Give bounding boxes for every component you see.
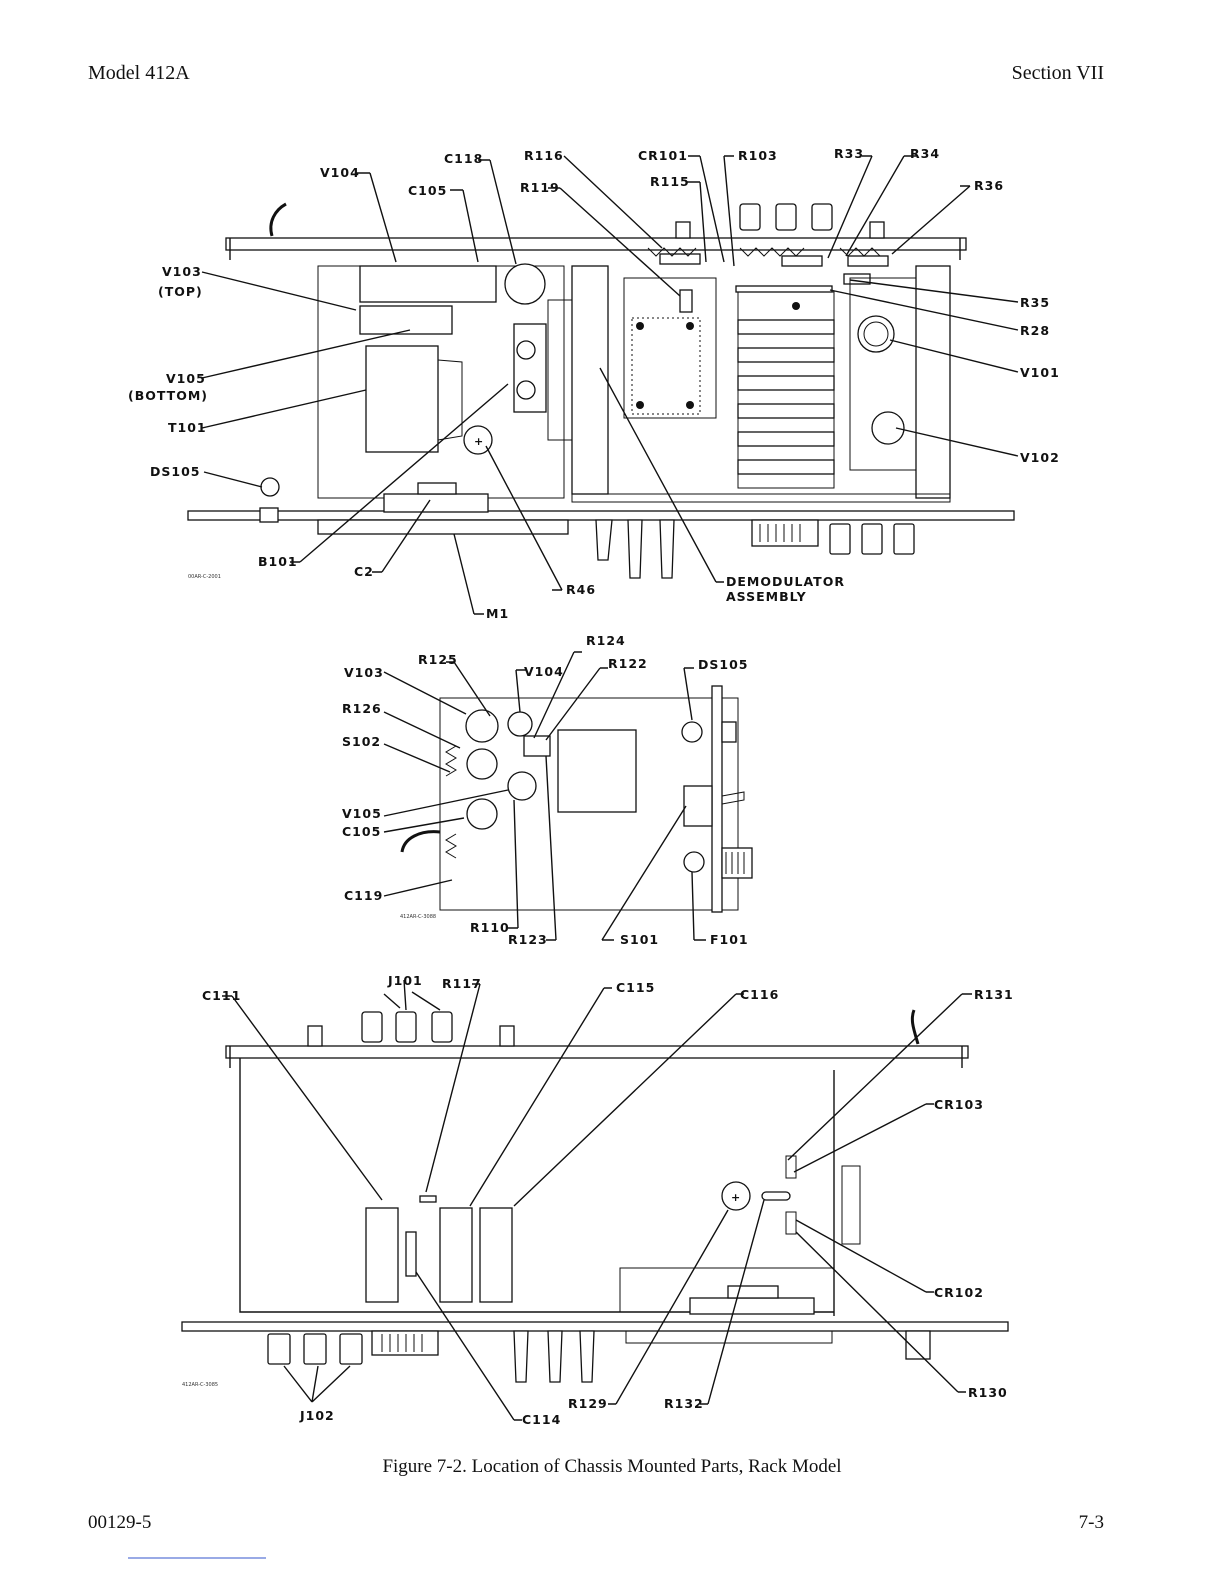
- label-v104: V104: [320, 165, 360, 180]
- middle-view-drawing: [383, 651, 753, 941]
- label-c115: C115: [616, 980, 655, 995]
- label-v101: V101: [1020, 365, 1060, 380]
- label-r103: R103: [738, 148, 778, 163]
- top-view-labels: V104 C118 C105 R116 R119 CR101 R115 R103…: [128, 146, 1060, 621]
- label-v105: V105: [166, 371, 206, 386]
- label-r124: R124: [586, 633, 626, 648]
- svg-text:+: +: [731, 1191, 741, 1204]
- label-r125: R125: [418, 652, 458, 667]
- label-r123: R123: [508, 932, 548, 947]
- bottom-view-labels: C111 J101 R117 C115 C116 R131 CR103 CR10…: [182, 973, 1014, 1427]
- figure-caption: Figure 7-2. Location of Chassis Mounted …: [382, 1456, 842, 1477]
- label-demodulator: DEMODULATOR: [726, 574, 845, 589]
- label-c116: C116: [740, 987, 779, 1002]
- label-c111: C111: [202, 988, 241, 1003]
- drawing-number-middle: 412AR-C-3088: [400, 914, 436, 920]
- label-v104-mid: V104: [524, 664, 564, 679]
- drawing-number-bottom: 412AR-C-3085: [182, 1382, 218, 1388]
- bottom-view-drawing: +: [181, 979, 1009, 1421]
- label-s102: S102: [342, 734, 381, 749]
- label-r116: R116: [524, 148, 564, 163]
- label-r115: R115: [650, 174, 690, 189]
- label-r34: R34: [910, 146, 940, 161]
- label-r131: R131: [974, 987, 1014, 1002]
- label-cr102: CR102: [934, 1285, 984, 1300]
- label-assembly: ASSEMBLY: [726, 589, 807, 604]
- label-c105-mid: C105: [342, 824, 381, 839]
- label-r132: R132: [664, 1396, 704, 1411]
- label-cr103: CR103: [934, 1097, 984, 1112]
- page-footer-doc-number: 00129-5: [88, 1512, 152, 1533]
- top-view-drawing: +: [187, 155, 1019, 615]
- label-r129: R129: [568, 1396, 608, 1411]
- middle-view-labels: R124 R125 V104 R122 DS105 V103 R126 S102…: [342, 633, 749, 947]
- label-c105: C105: [408, 183, 447, 198]
- label-v103: V103: [162, 264, 202, 279]
- page-header-section: Section VII: [1011, 62, 1104, 84]
- label-r117: R117: [442, 976, 482, 991]
- label-r36: R36: [974, 178, 1004, 193]
- label-v105-mid: V105: [342, 806, 382, 821]
- label-r46: R46: [566, 582, 596, 597]
- label-r119: R119: [520, 180, 560, 195]
- label-c114: C114: [522, 1412, 561, 1427]
- label-t101: T101: [168, 420, 207, 435]
- label-v103-mid: V103: [344, 665, 384, 680]
- label-r28: R28: [1020, 323, 1050, 338]
- svg-text:+: +: [474, 435, 484, 448]
- label-f101: F101: [710, 932, 749, 947]
- label-ds105-mid: DS105: [698, 657, 748, 672]
- label-c118: C118: [444, 151, 483, 166]
- label-cr101: CR101: [638, 148, 688, 163]
- label-v103-note: (TOP): [158, 284, 203, 299]
- label-r122: R122: [608, 656, 648, 671]
- label-ds105: DS105: [150, 464, 200, 479]
- label-r33: R33: [834, 146, 864, 161]
- label-j102: J102: [299, 1408, 335, 1423]
- label-b101: B101: [258, 554, 298, 569]
- drawing-number-top: 00AR-C-2001: [188, 574, 221, 580]
- page-header-model: Model 412A: [88, 62, 190, 84]
- label-r130: R130: [968, 1385, 1008, 1400]
- label-c119: C119: [344, 888, 383, 903]
- label-r126: R126: [342, 701, 382, 716]
- label-r35: R35: [1020, 295, 1050, 310]
- label-r110: R110: [470, 920, 510, 935]
- label-c2: C2: [354, 564, 374, 579]
- label-v105-note: (BOTTOM): [128, 388, 208, 403]
- label-j101: J101: [387, 973, 423, 988]
- label-m1: M1: [486, 606, 509, 621]
- page-footer-page-number: 7-3: [1078, 1512, 1104, 1533]
- label-v102: V102: [1020, 450, 1060, 465]
- label-s101: S101: [620, 932, 659, 947]
